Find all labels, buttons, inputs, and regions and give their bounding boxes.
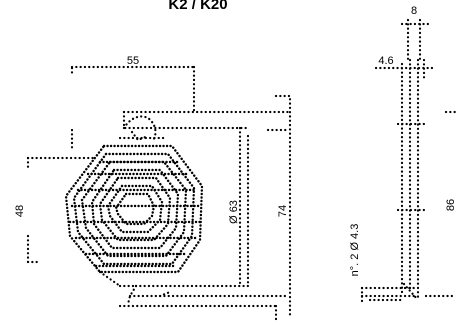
side-dim-height-label: 86 (445, 199, 456, 211)
front-view: 55 (14, 55, 292, 322)
front-dim-top-width: 55 (70, 55, 196, 114)
side-dim-top-width: 8 (400, 5, 430, 62)
side-dim-top-width-label: 8 (411, 5, 417, 17)
front-dim-right-height-label: 74 (277, 205, 289, 217)
side-dim-holes-label: n°. 2 Ø 4.3 (349, 224, 361, 277)
front-bottom-base (98, 270, 172, 298)
side-dim-upper-offset: 4.6 (374, 55, 434, 70)
front-grille (64, 144, 204, 274)
front-housing-outline (118, 94, 292, 322)
front-dim-top-width-label: 55 (127, 55, 139, 67)
side-dim-upper-offset-label: 4.6 (378, 55, 393, 67)
side-bottom-foot (360, 282, 456, 304)
front-dim-diameter-label: Ø 63 (228, 200, 240, 224)
front-top-bracket (118, 115, 166, 144)
drawing-title: K2 / K20 (168, 0, 227, 13)
side-view: 8 4.6 n°. 2 Ø 4.3 86 (349, 5, 456, 304)
side-body-outline (396, 58, 456, 302)
front-left-bracket (26, 128, 98, 264)
front-dim-left-height-label: 48 (14, 205, 26, 217)
